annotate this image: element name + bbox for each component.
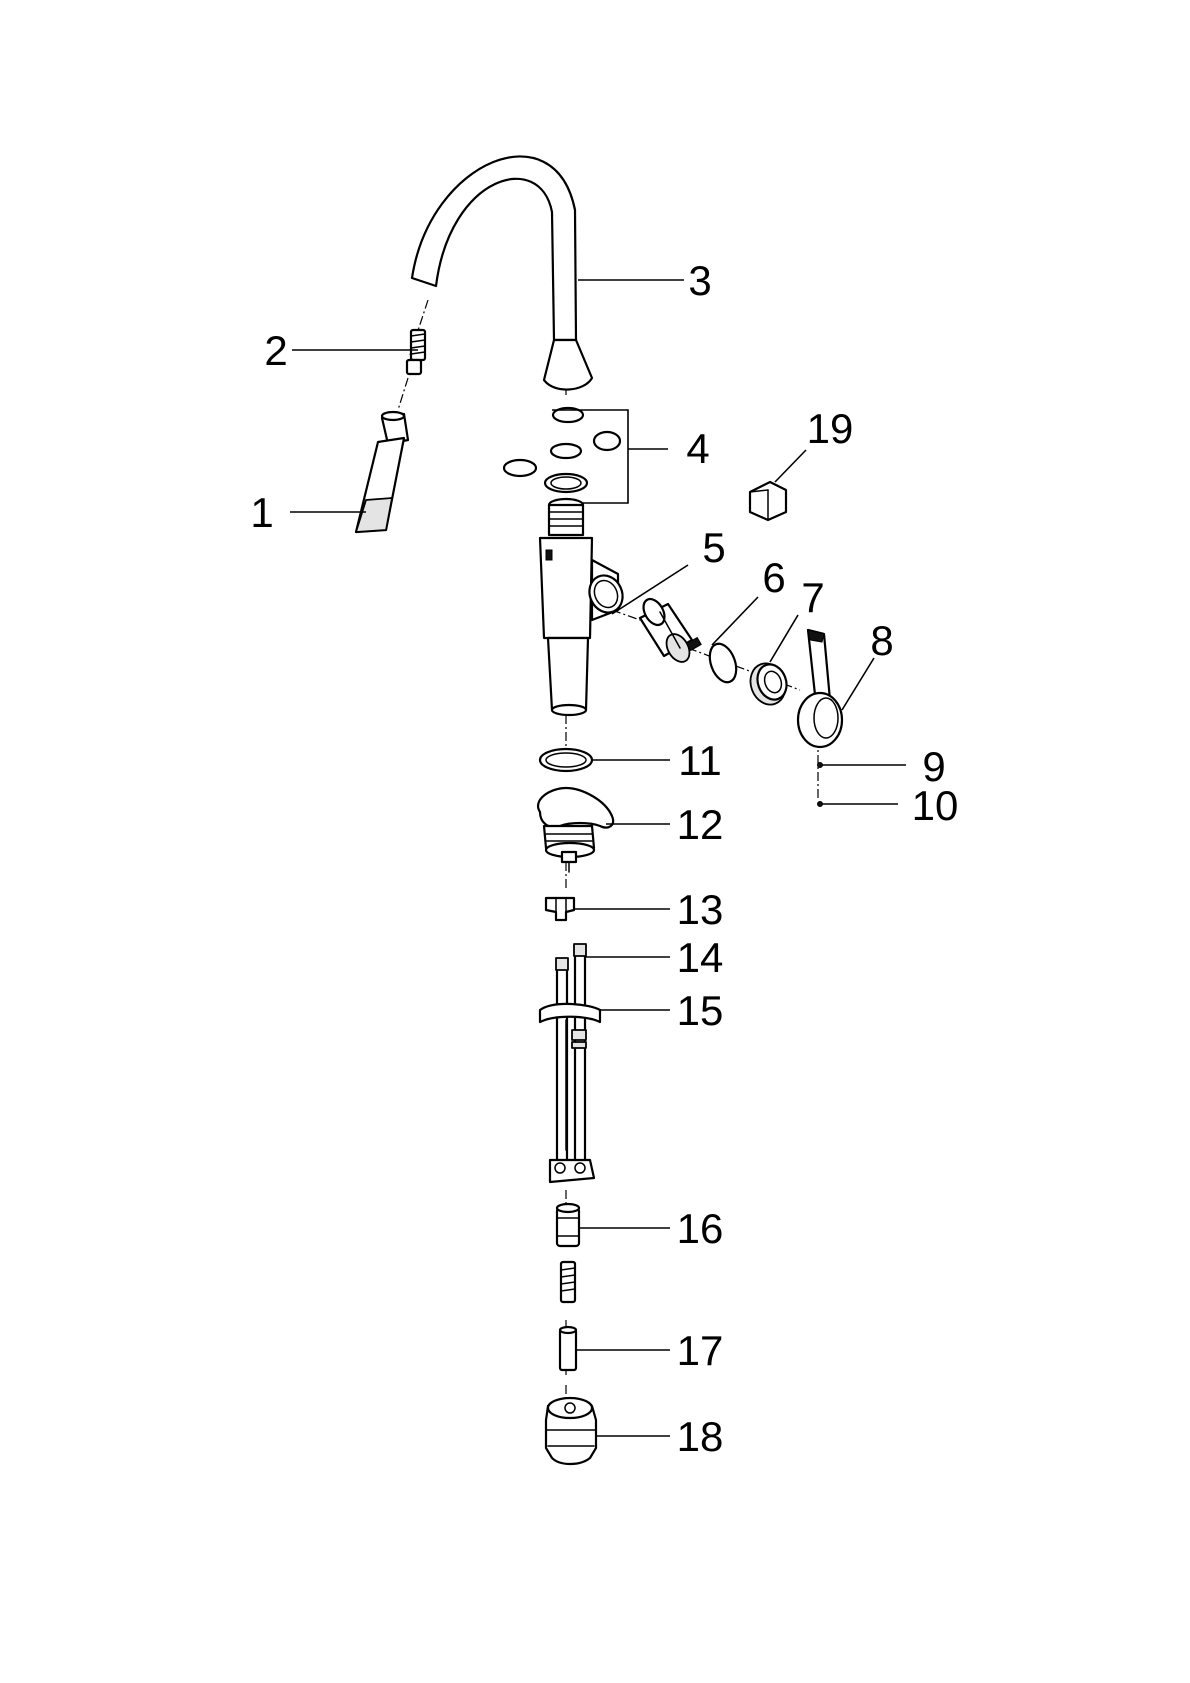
callout-8: 8 xyxy=(870,617,893,664)
part-guide-pin xyxy=(558,1325,578,1372)
callout-12: 12 xyxy=(677,801,724,848)
callout-2: 2 xyxy=(264,327,287,374)
callout-17: 17 xyxy=(677,1327,724,1374)
callout-14: 14 xyxy=(677,934,724,981)
callout-19: 19 xyxy=(807,405,854,452)
part-cartridge xyxy=(638,597,702,663)
callout-labels: 1 2 3 4 5 6 7 8 9 10 11 12 13 14 15 16 1… xyxy=(250,257,958,1460)
part-hose-sleeve xyxy=(555,1202,581,1248)
callout-7: 7 xyxy=(801,574,824,621)
callout-4: 4 xyxy=(686,425,709,472)
part-valve-body xyxy=(538,497,624,717)
part-spring-insert xyxy=(559,1260,577,1304)
assembly-axis-lines xyxy=(397,299,819,1420)
part-base-o-ring xyxy=(538,747,594,773)
callout-11: 11 xyxy=(678,737,722,784)
callout-1: 1 xyxy=(250,489,273,536)
callout-3: 3 xyxy=(688,257,711,304)
part-hose-weight xyxy=(544,1396,598,1466)
part-lever-handle xyxy=(796,628,844,749)
part-cartridge-o-ring xyxy=(708,642,738,684)
callout-5: 5 xyxy=(702,524,725,571)
callout-13: 13 xyxy=(677,886,724,933)
callout-10: 10 xyxy=(912,782,959,829)
part-hose-connector xyxy=(405,328,427,376)
callout-16: 16 xyxy=(677,1205,724,1252)
part-mounting-bracket xyxy=(544,896,576,922)
part-hex-adapter xyxy=(748,480,788,522)
part-spray-head xyxy=(354,410,410,534)
callout-6: 6 xyxy=(762,554,785,601)
part-base-gasket xyxy=(537,786,615,873)
callout-15: 15 xyxy=(677,987,724,1034)
part-bonnet-nut xyxy=(749,662,788,706)
part-spout xyxy=(410,155,594,391)
callout-9: 9 xyxy=(922,743,945,790)
leader-lines xyxy=(290,279,906,1437)
part-o-ring-set xyxy=(502,406,629,504)
part-supply-hoses xyxy=(538,943,602,1184)
callout-18: 18 xyxy=(677,1413,724,1460)
